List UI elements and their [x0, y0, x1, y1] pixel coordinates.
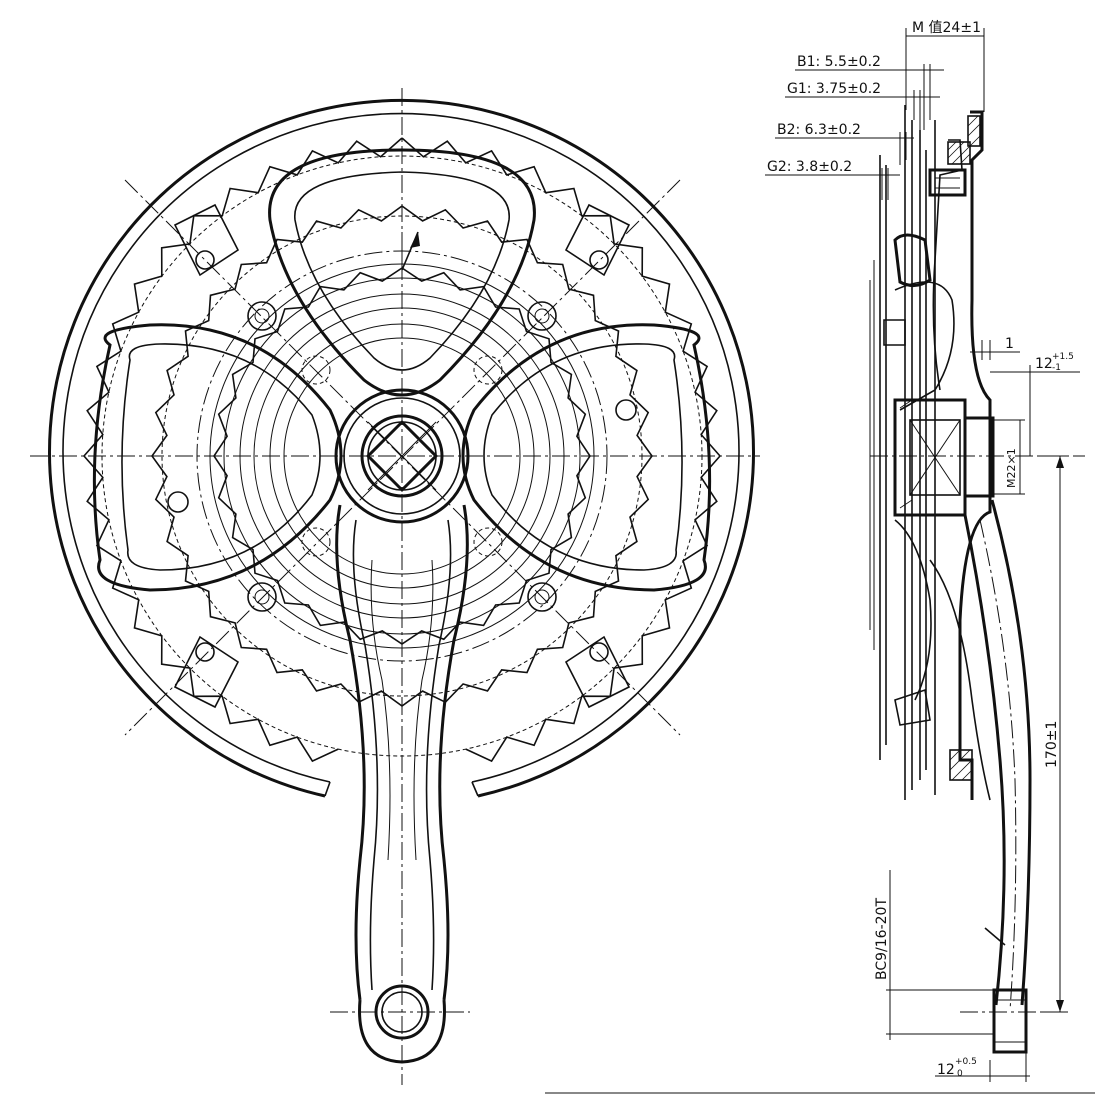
- middle-chainring-teeth: [151, 205, 653, 707]
- spider-loop-top: [268, 148, 536, 397]
- dim-g1: G1: 3.75±0.2: [787, 81, 881, 97]
- large-chainring-teeth: [82, 137, 722, 763]
- side-axle-section: [893, 398, 995, 517]
- dim-m-width: M 值24±1: [912, 20, 981, 36]
- dim-gap-1: 1: [1005, 336, 1014, 352]
- dimension-texts: M 值24±1 B1: 5.5±0.2 G1: 3.75±0.2 B2: 6.3…: [767, 20, 1074, 1079]
- guard-bracket-tabs: [173, 203, 631, 709]
- dim-g2: G2: 3.8±0.2: [767, 159, 852, 175]
- front-view: [30, 88, 760, 1085]
- spider-loop-left: [92, 323, 343, 592]
- dim-crank-length: 170±1: [1044, 721, 1060, 768]
- large-ring-pitch-circle: [101, 155, 703, 757]
- teeth-large-profile: [82, 137, 722, 763]
- spider-loop-right: [461, 323, 712, 592]
- dim-thread-m22: M22×1: [1005, 448, 1018, 488]
- dim-offset-top-tol-lower: -1: [1052, 363, 1061, 373]
- front-diagonal-centerline-2: [124, 179, 681, 736]
- crank-boss: [334, 388, 470, 524]
- dim-offset-bottom-tol-lower: 0: [957, 1069, 963, 1079]
- small-chainring-teeth: [213, 267, 591, 645]
- side-view: M 值24±1 B1: 5.5±0.2 G1: 3.75±0.2 B2: 6.3…: [545, 20, 1095, 1094]
- teeth-small-profile: [213, 267, 591, 645]
- middle-ring-pitch-circle: [161, 215, 643, 697]
- dim-offset-bottom-tol-upper: +0.5: [955, 1057, 977, 1067]
- direction-arrow: [401, 231, 420, 271]
- dim-pedal-thread: BC9/16-20T: [874, 898, 890, 980]
- dim-offset-bottom: 12: [937, 1062, 955, 1078]
- dim-b2: B2: 6.3±0.2: [777, 122, 861, 138]
- chain-guard-inner: [62, 112, 740, 783]
- dim-offset-top: 12: [1035, 356, 1053, 372]
- chainring-bolts: [167, 250, 637, 662]
- side-guard-plate: [958, 110, 992, 800]
- hatched-section-bottom: [949, 749, 973, 781]
- teeth-mid-profile: [151, 205, 653, 707]
- crank-arm: [335, 504, 469, 1064]
- hatched-section-top: [947, 115, 981, 165]
- dim-b1: B1: 5.5±0.2: [797, 54, 881, 70]
- side-spider: [883, 168, 967, 726]
- side-crank-arm: [929, 499, 1060, 1054]
- dimension-lines: [545, 28, 1095, 1094]
- dim-offset-top-tol-upper: +1.5: [1052, 352, 1074, 362]
- chain-guard-outer: [48, 98, 755, 798]
